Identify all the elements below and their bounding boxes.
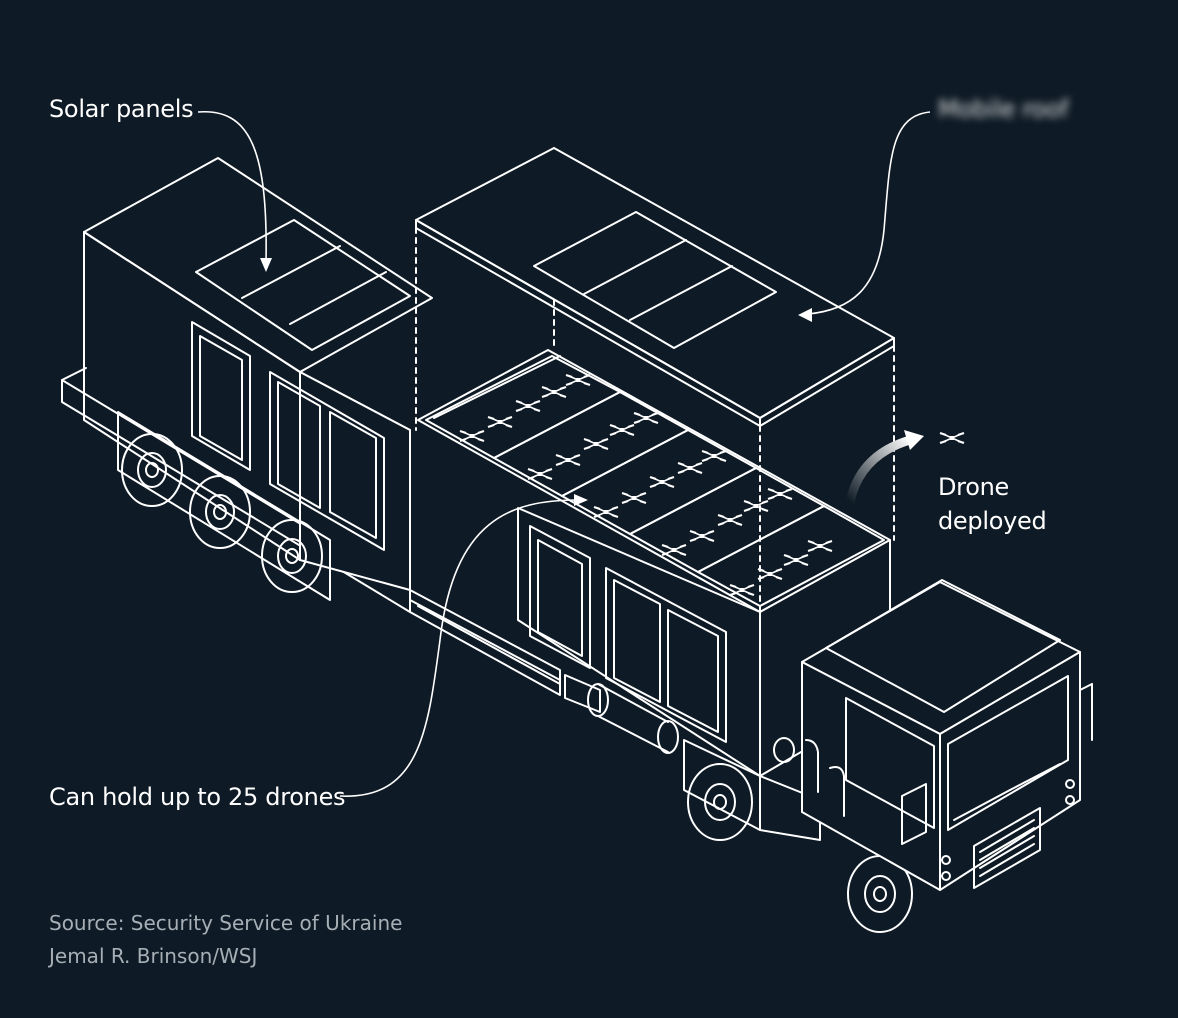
artist-credit: Jemal R. Brinson/WSJ: [49, 944, 258, 968]
rear-window-2: [269, 371, 385, 551]
wheel-rear-3: [261, 519, 323, 593]
source-credit: Source: Security Service of Ukraine: [49, 911, 403, 935]
wheel-mid: [687, 763, 753, 841]
credits: Source: Security Service of Ukraine Jema…: [49, 907, 402, 973]
container-window-1: [529, 525, 591, 669]
solar-leader: [197, 111, 267, 263]
label-roof-callout: Mobile roof: [938, 95, 1069, 123]
rear-container: [83, 157, 433, 591]
label-solar-panels: Solar panels: [49, 95, 194, 123]
rear-underbody: [117, 411, 331, 601]
fuel-tank: [587, 683, 679, 754]
rear-window-1: [191, 321, 251, 471]
wheels: [121, 433, 913, 933]
label-drone-deployed: Drone deployed: [938, 470, 1047, 538]
label-drone-deployed-line1: Drone: [938, 473, 1009, 501]
cab-windshield: [947, 675, 1069, 831]
lifted-roof: [415, 147, 895, 621]
callout-leaders: [197, 111, 931, 797]
cab-side-window: [845, 697, 935, 829]
label-drone-deployed-line2: deployed: [938, 507, 1047, 535]
front-underbody: [683, 739, 821, 841]
rear-solar-panels: [195, 219, 411, 351]
cab-grille: [973, 807, 1041, 889]
roof-leader: [807, 111, 931, 315]
wheel-rear-2: [189, 475, 251, 549]
capacity-leader: [339, 499, 579, 797]
container-window-2: [605, 567, 727, 743]
truck-cab: [773, 579, 1093, 891]
wheel-rear-1: [121, 433, 183, 507]
label-capacity: Can hold up to 25 drones: [49, 783, 346, 811]
deployed-drone: [845, 430, 966, 507]
